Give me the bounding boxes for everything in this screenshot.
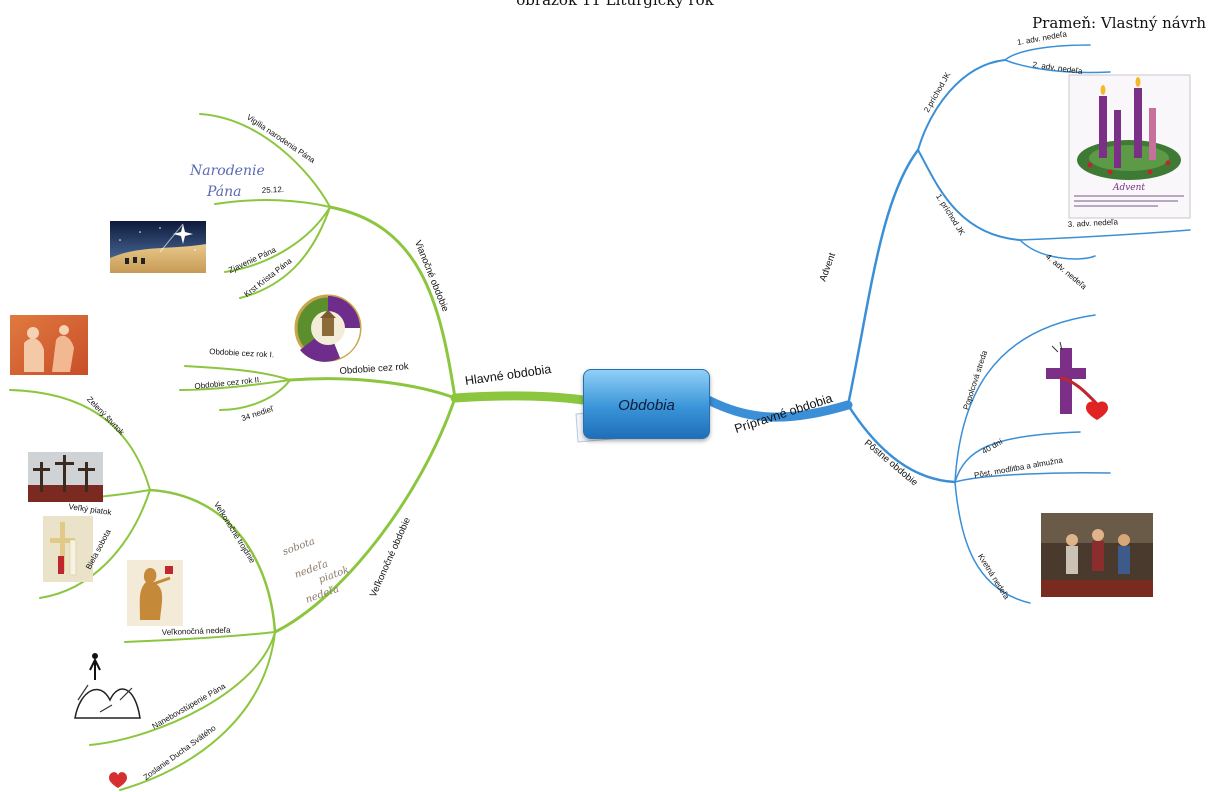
branch-biela-sobota [39,489,151,599]
narodenie-script-word-1: Narodenie [189,163,265,179]
ash-cross-image [1046,341,1108,420]
ascension-image [67,653,145,723]
branch-40-dni [954,431,1081,483]
branch-zeleny-stvrtok [9,389,151,491]
three-crosses-image [28,452,103,502]
branch-cez-rok [288,377,457,400]
washing-feet-image [10,315,88,375]
node-25-12[interactable]: 25.12. [261,184,285,195]
branch-popolcova [954,314,1096,483]
branch-zoslanie [119,631,276,791]
source-note: Prameň: Vlastný návrh [1032,14,1206,32]
branch-krst [239,206,331,299]
heart-icon [109,772,127,788]
figure-caption: obrázok 11 Liturgický rok [516,0,714,9]
central-node-label: Obdobia [618,397,675,414]
branch-prichod-1 [917,149,1021,241]
branch-25-12 [214,199,331,208]
branch-prichod-2 [917,59,1006,151]
liturgical-wheel-image [294,294,362,362]
branch-nanebovstupenie [89,631,276,746]
branch-trojdnie [148,488,277,634]
advent-wreath-image: Advent [1068,74,1191,219]
easter-script-word-1: sobota [281,536,316,558]
branch-zjavenie [224,206,331,273]
easter-vigil-image [43,516,93,582]
branch-hlavne-obdobia [450,391,588,405]
branch-vianocne [328,205,457,400]
narodenie-script-word-2: Pána [206,184,242,200]
branch-vigilia [199,113,331,208]
advent-image-title: Advent [1112,183,1145,193]
risen-christ-image [127,560,183,626]
easter-script-image: sobota piatok nedeľa nedeľa [281,536,351,606]
branch-postne [846,403,957,484]
branch-pripravne-obdobia [703,395,853,422]
branch-cez-rok-2 [179,379,291,391]
narodenie-script-image: Narodenie Pána [189,163,265,200]
branch-adv-4 [1019,239,1096,260]
palm-sunday-image [1041,513,1153,597]
branch-adv-1 [1004,44,1091,61]
easter-script-word-4: nedeľa [304,584,340,606]
branch-post-modlitba [954,472,1111,483]
branch-advent [846,148,920,407]
branch-kvetna [954,481,1031,604]
branch-adv-3 [1019,229,1191,241]
three-kings-image [110,221,206,273]
branch-34-nedel [219,379,291,411]
branch-velkonocne [273,396,457,634]
central-node[interactable]: Obdobia [583,369,710,439]
branch-adv-2 [1004,59,1111,74]
branch-velkonocna-nedela [124,631,276,643]
branch-cez-rok-1 [184,365,291,381]
